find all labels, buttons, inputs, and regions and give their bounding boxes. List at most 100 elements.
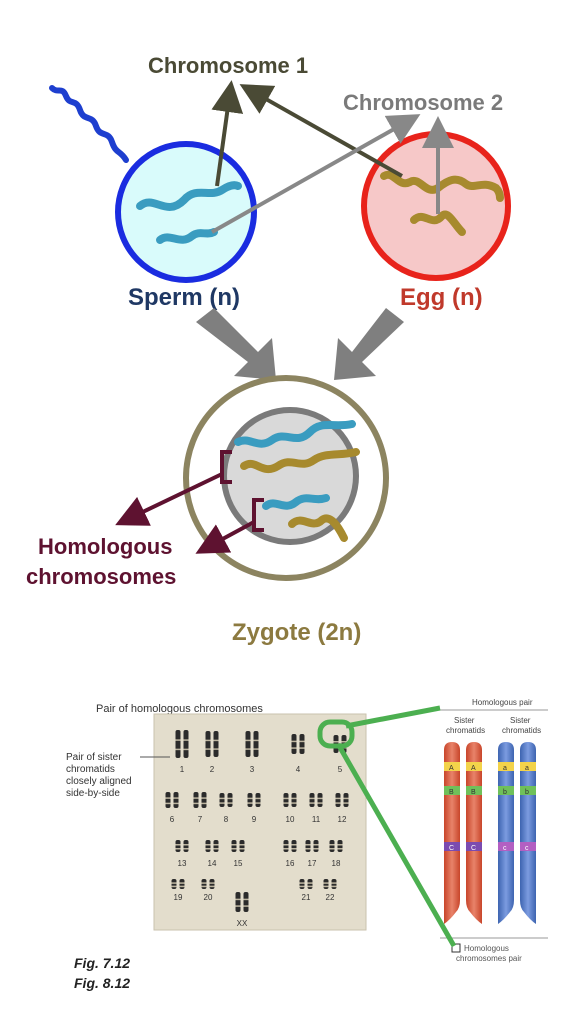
gene-B-right: B: [471, 789, 476, 796]
karyotype-band: [193, 797, 199, 799]
sister-note-line2: chromatids: [66, 764, 115, 775]
gene-b-right: b: [525, 789, 529, 796]
egg-label: Egg (n): [400, 284, 483, 311]
karyotype-band: [205, 848, 211, 850]
karyotype-chromosome-4-1: [291, 734, 297, 754]
karyotype-band: [283, 797, 289, 800]
zygote-teal-chromosome-2: [262, 494, 330, 510]
gene-C-left: C: [449, 845, 454, 852]
karyotype-number-XX: XX: [237, 919, 248, 928]
zygote-gold-chromosome-2: [288, 514, 348, 542]
homologous-bracket-2: [252, 498, 264, 532]
karyotype-band: [231, 844, 237, 846]
karyotype-chromosome-1-2: [183, 730, 189, 758]
karyotype-chromosome-19-2: [179, 879, 185, 889]
homologous-label-line2: chromosomes: [26, 564, 176, 589]
karyotype-band: [205, 739, 211, 742]
zygote-label: Zygote (2n): [232, 619, 361, 646]
chromosome2-label: Chromosome 2: [343, 90, 503, 115]
karyotype-band: [201, 885, 207, 888]
gene-band-B-left: [444, 786, 460, 795]
karyotype-band: [201, 797, 207, 799]
karyotype-band: [213, 848, 219, 850]
gene-band-c-right: [520, 842, 536, 851]
karyotype-band: [335, 797, 341, 800]
karyotype-chromosome-16-2: [291, 840, 297, 852]
karyotype-band: [313, 848, 319, 850]
karyotype-chromosome-6-1: [165, 792, 171, 808]
karyotype-band: [331, 885, 337, 888]
karyotype-band: [183, 844, 189, 846]
sperm-tail: [49, 85, 129, 163]
karyotype-chromosome-11-2: [317, 793, 323, 807]
karyotype-band: [245, 739, 251, 742]
karyotype-band: [341, 741, 347, 743]
karyotype-chromosome-21-1: [299, 879, 305, 889]
karyotype-band: [291, 844, 297, 846]
karyotype-band: [179, 882, 185, 884]
karyotype-band: [299, 885, 305, 888]
karyotype-chromosome-8-1: [219, 793, 225, 807]
karyotype-band: [343, 802, 349, 804]
sister-note-line1: Pair of sister: [66, 752, 122, 763]
sister-note-line3: closely aligned: [66, 776, 132, 787]
inset-footer-line1: Homologous: [464, 944, 509, 953]
karyotype-band: [219, 797, 225, 800]
gene-band-C-left: [444, 842, 460, 851]
karyotype-band: [305, 848, 311, 850]
karyotype-number-1: 1: [180, 765, 185, 774]
karyotype-band: [243, 898, 249, 901]
highlight-line-bottom: [335, 742, 457, 948]
karyotype-chromosome-13-2: [183, 840, 189, 852]
gene-band-a-left: [498, 762, 514, 771]
karyotype-chromosome-3-1: [245, 731, 251, 757]
karyotype-band: [201, 802, 207, 805]
karyotype-band: [173, 797, 179, 799]
karyotype-number-6: 6: [170, 815, 175, 824]
karyotype-chromosome-14-1: [205, 840, 211, 852]
karyotype-chromosome-18-2: [337, 840, 343, 852]
karyotype-band: [307, 885, 313, 888]
karyotype-number-3: 3: [250, 765, 255, 774]
gene-b-left: b: [503, 789, 507, 796]
karyotype-number-22: 22: [326, 893, 335, 902]
karyotype-number-17: 17: [308, 859, 317, 868]
karyotype-band: [291, 797, 297, 800]
karyotype-chromosome-4-2: [299, 734, 305, 754]
karyotype-band: [317, 797, 323, 800]
karyotype-band: [213, 844, 219, 846]
zygote-cell: [183, 375, 389, 581]
inset-left-head-2: chromatids: [446, 726, 485, 735]
karyotype-band: [299, 882, 305, 884]
karyotype-band: [235, 898, 241, 901]
karyotype-band: [239, 848, 245, 850]
karyotype-chromosome-15-2: [239, 840, 245, 852]
karyotype-band: [307, 882, 313, 884]
karyotype-band: [175, 739, 181, 741]
karyotype-chromosome-15-1: [231, 840, 237, 852]
karyotype-chromosome-22-1: [323, 879, 329, 889]
karyotype-band: [331, 882, 337, 884]
karyotype-band: [291, 848, 297, 850]
sperm-cell: [49, 85, 257, 283]
karyotype-band: [323, 882, 329, 884]
karyotype-chromosome-XX-2: [243, 892, 249, 912]
sperm-to-zygote-arrow: [196, 308, 276, 380]
homologous-label-line1: Homologous: [38, 534, 172, 559]
karyotype-band: [171, 882, 177, 884]
karyotype-chromosome-18-1: [329, 840, 335, 852]
karyotype-band: [209, 885, 215, 888]
karyotype-band: [245, 748, 251, 750]
karyotype-band: [309, 802, 315, 804]
karyotype-band: [165, 797, 171, 799]
karyotype-band: [183, 739, 189, 741]
karyotype-chromosome-12-1: [335, 793, 341, 807]
karyotype-chromosomes: [165, 730, 349, 912]
sperm-nucleus: [115, 141, 257, 283]
karyotype-band: [175, 748, 181, 751]
karyotype-chromosome-3-2: [253, 731, 259, 757]
figure-caption-1: Fig. 7.12: [74, 955, 130, 971]
karyotype-band: [231, 848, 237, 850]
karyotype-band: [291, 802, 297, 804]
karyotype-chromosome-1-1: [175, 730, 181, 758]
